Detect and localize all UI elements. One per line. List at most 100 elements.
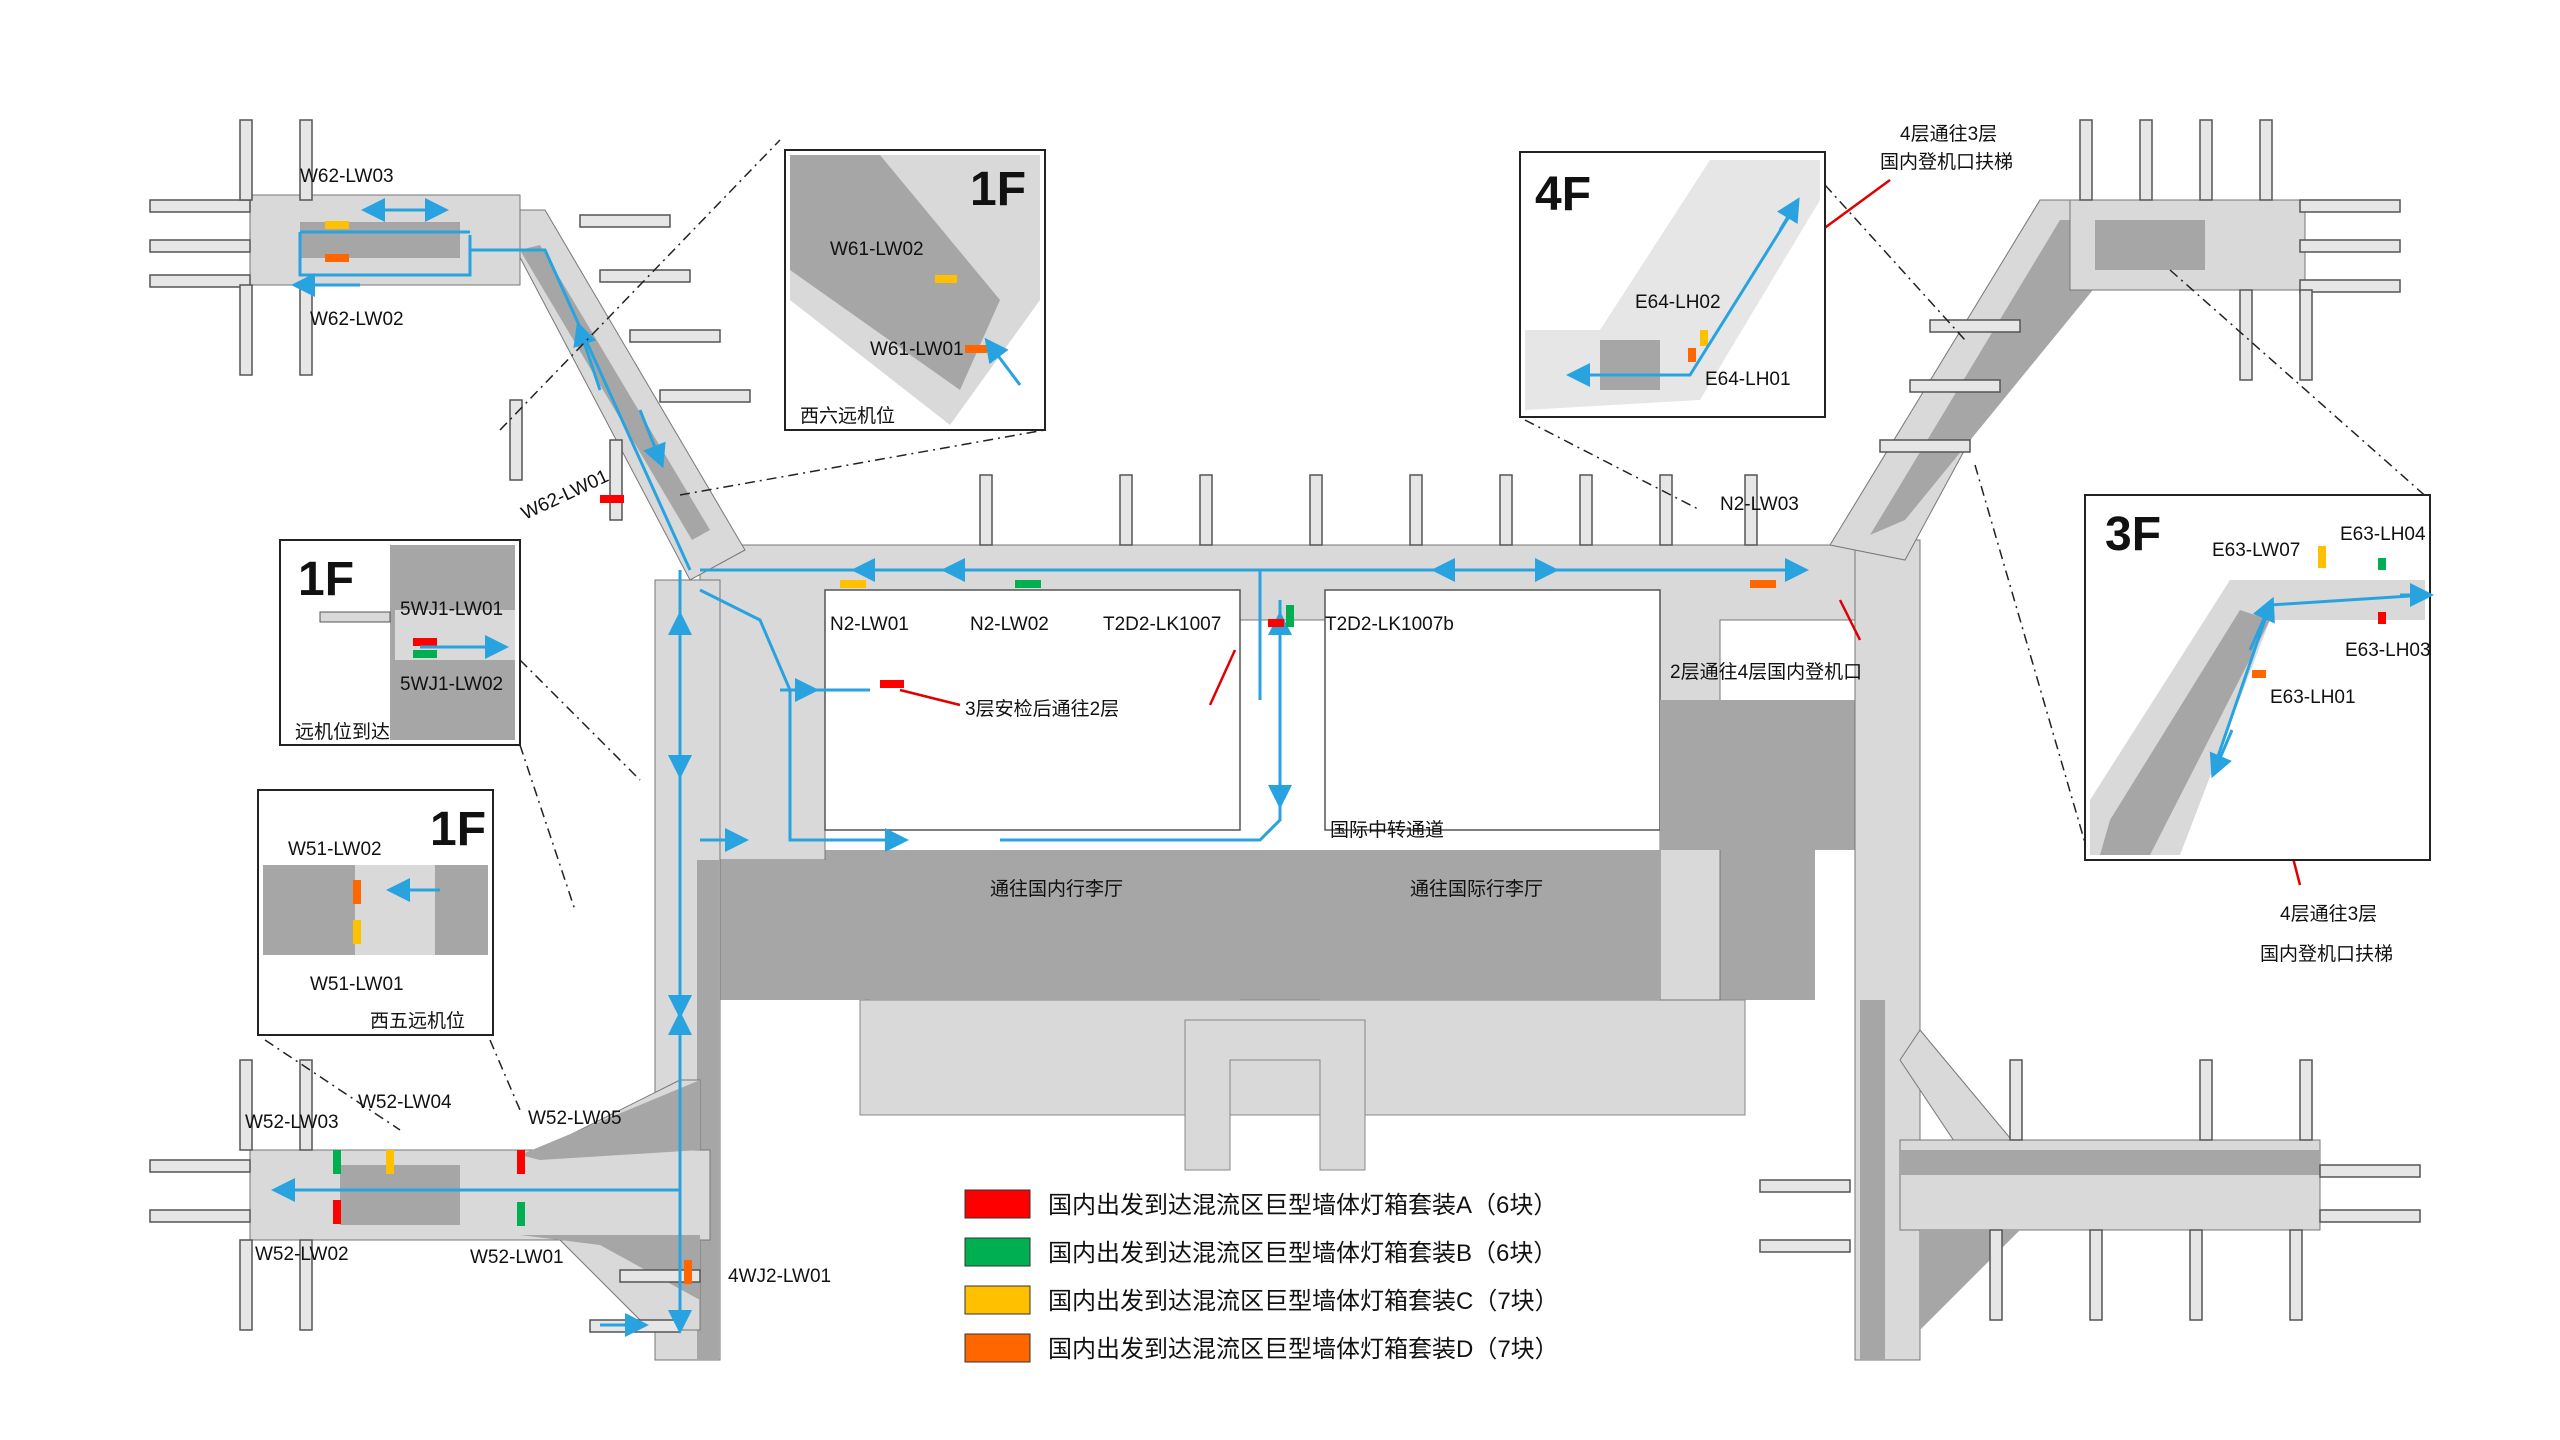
label-w52-lw05: W52-LW05 (528, 1108, 622, 1129)
label-t2d2-lk1007: T2D2-LK1007 (1103, 614, 1221, 635)
sw-pier-arm (249, 1149, 711, 1241)
label-n2-lw02: N2-LW02 (970, 614, 1049, 635)
inner-courtyard-right (1324, 589, 1661, 831)
label-w52-lw03: W52-LW03 (245, 1112, 339, 1133)
inset-w51: 1F W51-LW02 W51-LW01 西五远机位 (257, 789, 494, 1036)
label-n2-lw01: N2-LW01 (830, 614, 909, 635)
label-n2-lw03: N2-LW03 (1720, 494, 1799, 515)
central-entrance-u (1184, 1019, 1366, 1171)
marker-w52-lw02 (333, 1200, 341, 1224)
marker-n2-lw02 (1015, 580, 1041, 588)
west-hall (705, 860, 865, 1000)
marker-n2-lw01 (840, 580, 866, 588)
terminal-floorplan (249, 194, 2321, 1361)
legend-item-a: 国内出发到达混流区巨型墙体灯箱套装A（6块） (964, 1189, 1557, 1219)
inset-e63-label-d: E63-LH01 (2270, 687, 2356, 708)
east-spine-dark (1860, 1000, 1885, 1360)
label-note-4to3-top-2: 国内登机口扶梯 (1880, 151, 2013, 173)
label-w52-lw04: W52-LW04 (358, 1092, 452, 1113)
sw-pier-core (340, 1165, 460, 1225)
jet-bridges (149, 119, 2421, 1333)
marker-3f-security (880, 680, 904, 688)
inset-w61-caption: 西六远机位 (800, 405, 895, 427)
marker-n2-lw03 (1750, 580, 1776, 588)
legend-label-d: 国内出发到达混流区巨型墙体灯箱套装D（7块） (1048, 1336, 1559, 1363)
legend-label-a: 国内出发到达混流区巨型墙体灯箱套装A（6块） (1048, 1192, 1557, 1219)
label-to-intl-baggage: 通往国际行李厅 (1410, 878, 1543, 900)
marker-w62-lw03 (325, 221, 349, 229)
marker-w52-lw05 (517, 1150, 525, 1174)
inner-courtyard (824, 589, 1241, 831)
inset-e64-label-top: E64-LH02 (1635, 292, 1721, 313)
inset-w51-label-top: W51-LW02 (288, 839, 382, 860)
label-note-4to3-bottom-2: 国内登机口扶梯 (2260, 943, 2393, 965)
legend-swatch-b (964, 1237, 1031, 1267)
inset-e63-floor: 3F (2105, 508, 2161, 561)
marker-t2d2-lk1007b (1286, 605, 1294, 627)
inset-e64-label-bottom: E64-LH01 (1705, 369, 1791, 390)
label-t2d2-lk1007b: T2D2-LK1007b (1325, 614, 1454, 635)
label-w62-lw01: W62-LW01 (518, 466, 612, 525)
legend-swatch-c (964, 1285, 1031, 1315)
inset-wj1: 1F 5WJ1-LW01 5WJ1-LW02 远机位到达 (279, 539, 521, 746)
marker-w52-lw01 (517, 1202, 525, 1226)
route-nw-loop (298, 230, 472, 277)
inset-wj1-floor: 1F (298, 553, 354, 606)
ne-remote-core (2095, 220, 2205, 270)
lightbox-markers (325, 221, 1776, 1284)
label-note-3to2: 3层安检后通往2层 (965, 698, 1119, 720)
intl-baggage-hall (1320, 850, 1660, 1000)
marker-4wj2-lw01 (684, 1260, 692, 1284)
legend-item-b: 国内出发到达混流区巨型墙体灯箱套装B（6块） (964, 1237, 1557, 1267)
inset-e64: 4F E64-LH02 E64-LH01 (1519, 151, 1826, 418)
inset-w61: 1F W61-LW02 W61-LW01 西六远机位 (784, 149, 1046, 431)
legend-swatch-a (964, 1189, 1031, 1219)
nw-remote-core (300, 222, 460, 258)
label-note-4to3-top-1: 4层通往3层 (1900, 123, 1997, 145)
route-lk1007 (1000, 600, 1282, 842)
label-4wj2-lw01: 4WJ2-LW01 (728, 1266, 831, 1287)
label-w52-lw01: W52-LW01 (470, 1247, 564, 1268)
ne-pier-core (1870, 220, 2150, 535)
inset-w61-floor: 1F (970, 163, 1026, 216)
label-w62-lw02: W62-LW02 (310, 309, 404, 330)
east-hall (1660, 700, 1880, 850)
marker-w52-lw04 (386, 1150, 394, 1174)
inset-wj1-label-bottom: 5WJ1-LW02 (400, 674, 503, 695)
marker-w52-lw03 (333, 1150, 341, 1174)
legend-item-c: 国内出发到达混流区巨型墙体灯箱套装C（7块） (964, 1285, 1559, 1315)
inset-w51-floor: 1F (430, 803, 486, 856)
route-nw-pier (470, 248, 692, 571)
inset-wj1-label-top: 5WJ1-LW01 (400, 599, 503, 620)
label-w52-lw02: W52-LW02 (255, 1244, 349, 1265)
legend-label-b: 国内出发到达混流区巨型墙体灯箱套装B（6块） (1048, 1240, 1557, 1267)
label-note-2to4: 2层通往4层国内登机口 (1670, 661, 1862, 683)
label-intl-transfer: 国际中转通道 (1330, 819, 1444, 841)
inset-e63-label-a: E63-LW07 (2212, 540, 2300, 561)
marker-w62-lw01 (600, 495, 624, 503)
label-to-domestic-baggage: 通往国内行李厅 (990, 878, 1123, 900)
sw-pier-dark2 (520, 1235, 700, 1300)
legend-label-c: 国内出发到达混流区巨型墙体灯箱套装C（7块） (1048, 1288, 1559, 1315)
legend: 国内出发到达混流区巨型墙体灯箱套装A（6块） 国内出发到达混流区巨型墙体灯箱套装… (964, 1189, 1559, 1363)
inset-leader-lines (264, 139, 2431, 1131)
inset-e63-label-c: E63-LH03 (2345, 640, 2431, 661)
legend-swatch-d (964, 1333, 1031, 1363)
se-pier-lower (1920, 1230, 2020, 1330)
se-pier-core (1900, 1150, 2320, 1175)
inset-e64-floor: 4F (1535, 168, 1591, 221)
inset-w61-label-bottom: W61-LW01 (870, 339, 964, 360)
label-w62-lw03: W62-LW03 (300, 166, 394, 187)
inset-w51-caption: 西五远机位 (370, 1010, 465, 1032)
inset-w51-label-bottom: W51-LW01 (310, 974, 404, 995)
sw-pier-dark (520, 1080, 700, 1160)
label-note-4to3-bottom-1: 4层通往3层 (2280, 903, 2377, 925)
marker-w62-lw02 (325, 254, 349, 262)
legend-item-d: 国内出发到达混流区巨型墙体灯箱套装D（7块） (964, 1333, 1559, 1363)
inset-e63-label-b: E63-LH04 (2340, 524, 2426, 545)
route-arrows (271, 198, 1809, 1337)
marker-t2d2-lk1007 (1268, 619, 1284, 627)
domestic-baggage-hall (870, 850, 1240, 1000)
inset-w61-label-top: W61-LW02 (830, 239, 924, 260)
